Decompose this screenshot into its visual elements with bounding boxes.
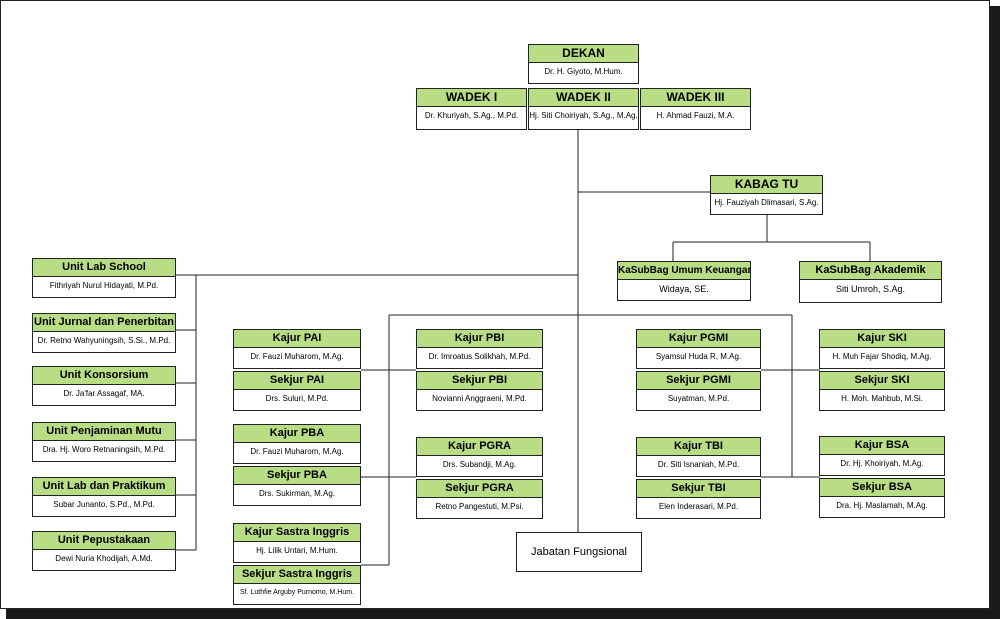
- sekjur-bsa-title: Sekjur BSA: [820, 479, 944, 497]
- sekjur-tbi-title: Sekjur TBI: [637, 480, 760, 498]
- kajur-tbi-name: Dr. Siti Isnaniah, M.Pd.: [657, 460, 740, 469]
- kajur-bsa-box: Kajur BSA Dr. Hj. Khoiriyah, M.Ag.: [819, 436, 945, 476]
- sekjur-pai-name: Drs. Suluri, M.Pd.: [265, 394, 329, 403]
- kajur-sastra-inggris-box: Kajur Sastra Inggris Hj. Lilik Untari, M…: [233, 523, 361, 563]
- unit-box: Unit Konsorsium Dr. Ja'far Assagaf, MA.: [32, 366, 176, 406]
- sekjur-pai-title: Sekjur PAI: [234, 372, 360, 390]
- jabatan-fungsional-label: Jabatan Fungsional: [530, 546, 627, 558]
- unit-name: Subar Junanto, S.Pd., M.Pd.: [53, 500, 155, 509]
- kajur-sastra-inggris-name: Hj. Lilik Untari, M.Hum.: [256, 546, 338, 555]
- wadek-i-box: WADEK I Dr. Khuriyah, S.Ag., M.Pd.: [416, 88, 527, 130]
- sekjur-sastra-inggris-name: Sf. Luthfie Arguby Purnomo, M.Hum.: [240, 589, 354, 596]
- jabatan-fungsional-box: Jabatan Fungsional: [516, 532, 642, 572]
- kajur-pgra-name: Drs. Subandji, M.Ag.: [442, 460, 517, 469]
- dekan-box: DEKAN Dr. H. Giyoto, M.Hum.: [528, 44, 639, 84]
- kajur-tbi-title: Kajur TBI: [637, 438, 760, 456]
- kajur-pgmi-box: Kajur PGMI Syamsul Huda R, M.Ag.: [636, 329, 761, 369]
- kabag-tu-title: KABAG TU: [711, 176, 822, 194]
- sekjur-pba-box: Sekjur PBA Drs. Sukirman, M.Ag.: [233, 466, 361, 506]
- wadek-ii-box: WADEK II Hj. Siti Choiriyah, S.Ag., M.Ag…: [528, 88, 639, 130]
- sekjur-pgra-name: Retno Pangestuti, M.Psi.: [435, 502, 524, 511]
- sekjur-pba-name: Drs. Sukirman, M.Ag.: [258, 489, 335, 498]
- sekjur-ski-box: Sekjur SKI H. Moh. Mahbub, M.Si.: [819, 371, 945, 411]
- kajur-ski-box: Kajur SKI H. Muh Fajar Shodiq, M.Ag.: [819, 329, 945, 369]
- kajur-pbi-name: Dr. Imroatus Solikhah, M.Pd.: [428, 352, 531, 361]
- kabag-tu-box: KABAG TU Hj. Fauziyah Dlimasari, S.Ag.: [710, 175, 823, 215]
- kajur-pbi-title: Kajur PBI: [417, 330, 542, 348]
- unit-title: Unit Lab dan Praktikum: [33, 478, 175, 496]
- sekjur-pgmi-box: Sekjur PGMI Suyatman, M.Pd.: [636, 371, 761, 411]
- kajur-pai-box: Kajur PAI Dr. Fauzi Muharom, M.Ag.: [233, 329, 361, 369]
- kajur-pai-name: Dr. Fauzi Muharom, M.Ag.: [250, 352, 344, 361]
- sekjur-pbi-name: Novianni Anggraeni, M.Pd.: [432, 394, 527, 403]
- sekjur-bsa-name: Dra. Hj. Maslamah, M.Ag.: [836, 501, 928, 510]
- kajur-sastra-inggris-title: Kajur Sastra Inggris: [234, 524, 360, 542]
- wadek-iii-title: WADEK III: [641, 89, 750, 107]
- kasubag-akademik-box: KaSubBag Akademik Siti Umroh, S.Ag.: [799, 261, 942, 303]
- kabag-tu-name: Hj. Fauziyah Dlimasari, S.Ag.: [714, 198, 819, 207]
- kasubag-umum-name: Widaya, SE.: [659, 284, 709, 294]
- sekjur-pbi-box: Sekjur PBI Novianni Anggraeni, M.Pd.: [416, 371, 543, 411]
- wadek-iii-name: H. Ahmad Fauzi, M.A.: [656, 111, 735, 120]
- unit-name: Dr. Ja'far Assagaf, MA.: [63, 389, 145, 398]
- sekjur-ski-title: Sekjur SKI: [820, 372, 944, 390]
- sekjur-pgmi-name: Suyatman, M.Pd.: [667, 394, 730, 403]
- sekjur-pgmi-title: Sekjur PGMI: [637, 372, 760, 390]
- frame-shadow-right: [990, 6, 1000, 619]
- dekan-title: DEKAN: [529, 45, 638, 63]
- wadek-i-title: WADEK I: [417, 89, 526, 107]
- unit-title: Unit Konsorsium: [33, 367, 175, 385]
- kajur-ski-name: H. Muh Fajar Shodiq, M.Ag.: [832, 352, 932, 361]
- unit-name: Dr. Retno Wahyuningsih, S.Si., M.Pd.: [37, 336, 171, 345]
- kajur-pai-title: Kajur PAI: [234, 330, 360, 348]
- kajur-pgmi-title: Kajur PGMI: [637, 330, 760, 348]
- frame-shadow-bottom: [6, 609, 1000, 619]
- kasubag-umum-title: KaSubBag Umum Keuangan: [618, 262, 750, 280]
- unit-box: Unit Penjaminan Mutu Dra. Hj. Woro Retna…: [32, 422, 176, 462]
- unit-box: Unit Lab dan Praktikum Subar Junanto, S.…: [32, 477, 176, 517]
- unit-name: Dewi Nuria Khodijah, A.Md.: [55, 554, 153, 563]
- sekjur-pbi-title: Sekjur PBI: [417, 372, 542, 390]
- unit-box: Unit Jurnal dan Penerbitan Dr. Retno Wah…: [32, 313, 176, 353]
- sekjur-bsa-box: Sekjur BSA Dra. Hj. Maslamah, M.Ag.: [819, 478, 945, 518]
- unit-title: Unit Penjaminan Mutu: [33, 423, 175, 441]
- kajur-pba-box: Kajur PBA Dr. Fauzi Muharom, M.Ag.: [233, 424, 361, 464]
- sekjur-pgra-box: Sekjur PGRA Retno Pangestuti, M.Psi.: [416, 479, 543, 519]
- wadek-i-name: Dr. Khuriyah, S.Ag., M.Pd.: [424, 111, 519, 120]
- wadek-iii-box: WADEK III H. Ahmad Fauzi, M.A.: [640, 88, 751, 130]
- sekjur-ski-name: H. Moh. Mahbub, M.Si.: [841, 394, 923, 403]
- sekjur-pgra-title: Sekjur PGRA: [417, 480, 542, 498]
- sekjur-pai-box: Sekjur PAI Drs. Suluri, M.Pd.: [233, 371, 361, 411]
- unit-name: Fithriyah Nurul Hidayati, M.Pd.: [49, 281, 159, 290]
- kajur-pbi-box: Kajur PBI Dr. Imroatus Solikhah, M.Pd.: [416, 329, 543, 369]
- sekjur-sastra-inggris-box: Sekjur Sastra Inggris Sf. Luthfie Arguby…: [233, 565, 361, 605]
- kasubag-akademik-name: Siti Umroh, S.Ag.: [835, 284, 906, 294]
- sekjur-tbi-box: Sekjur TBI Elen Inderasari, M.Pd.: [636, 479, 761, 519]
- kasubag-umum-box: KaSubBag Umum Keuangan Widaya, SE.: [617, 261, 751, 301]
- unit-title: Unit Pepustakaan: [33, 532, 175, 550]
- kasubag-akademik-title: KaSubBag Akademik: [800, 262, 941, 280]
- kajur-pgra-box: Kajur PGRA Drs. Subandji, M.Ag.: [416, 437, 543, 477]
- wadek-ii-title: WADEK II: [529, 89, 638, 107]
- unit-name: Dra. Hj. Woro Retnaningsih, M.Pd.: [42, 445, 166, 454]
- sekjur-sastra-inggris-title: Sekjur Sastra Inggris: [234, 566, 360, 584]
- kajur-pba-name: Dr. Fauzi Muharom, M.Ag.: [250, 447, 344, 456]
- kajur-bsa-name: Dr. Hj. Khoiriyah, M.Ag.: [840, 459, 924, 468]
- unit-title: Unit Lab School: [33, 259, 175, 277]
- kajur-ski-title: Kajur SKI: [820, 330, 944, 348]
- kajur-pgmi-name: Syamsul Huda R, M.Ag.: [655, 352, 742, 361]
- dekan-name: Dr. H. Giyoto, M.Hum.: [544, 67, 623, 76]
- kajur-bsa-title: Kajur BSA: [820, 437, 944, 455]
- wadek-ii-name: Hj. Siti Choiriyah, S.Ag., M.Ag.: [529, 111, 638, 120]
- unit-box: Unit Lab School Fithriyah Nurul Hidayati…: [32, 258, 176, 298]
- unit-title: Unit Jurnal dan Penerbitan: [33, 314, 175, 332]
- sekjur-pba-title: Sekjur PBA: [234, 467, 360, 485]
- kajur-pgra-title: Kajur PGRA: [417, 438, 542, 456]
- unit-box: Unit Pepustakaan Dewi Nuria Khodijah, A.…: [32, 531, 176, 571]
- sekjur-tbi-name: Elen Inderasari, M.Pd.: [658, 502, 739, 511]
- kajur-tbi-box: Kajur TBI Dr. Siti Isnaniah, M.Pd.: [636, 437, 761, 477]
- kajur-pba-title: Kajur PBA: [234, 425, 360, 443]
